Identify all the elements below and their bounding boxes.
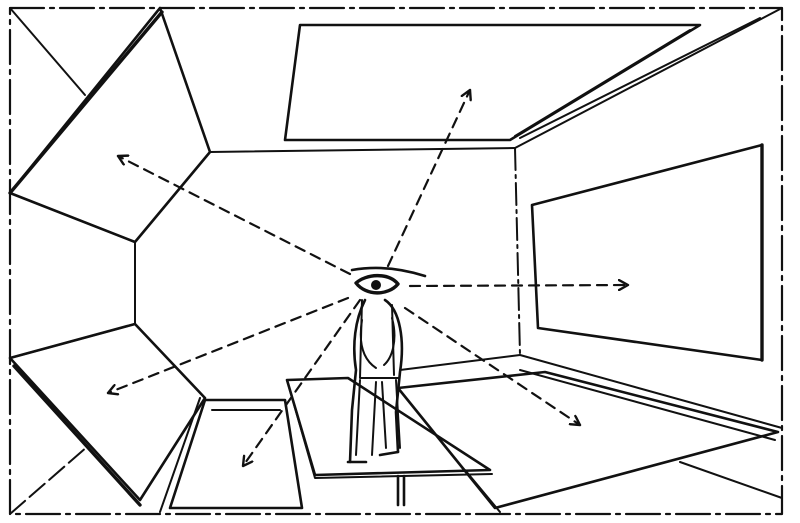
lower-left-panel-edge <box>12 364 142 507</box>
ceiling-panel-shading <box>514 29 691 137</box>
person-icon-arm <box>359 317 396 369</box>
corner-bottom-right <box>679 461 783 499</box>
floor-right-edge-inner <box>519 369 776 441</box>
ceiling-right-edge <box>514 7 783 149</box>
floor-right-edge <box>519 354 783 429</box>
sight-line-floor-right <box>403 306 580 425</box>
sight-line-lower-left <box>108 296 350 393</box>
lower-left-wall-panel <box>8 322 207 502</box>
outer-frame <box>8 6 784 516</box>
eye-icon <box>350 266 427 295</box>
upper-left-panel-edge <box>8 10 164 195</box>
observer-figure <box>346 298 404 464</box>
corner-top-left <box>9 7 86 96</box>
projection-panels <box>8 6 780 510</box>
sight-line-right <box>408 285 628 286</box>
table-top-thickness <box>286 379 493 479</box>
sight-line-upper-left <box>118 156 352 276</box>
table-leg <box>396 474 406 507</box>
back-wall-top-edge <box>209 147 516 153</box>
sight-line-floor-left <box>243 298 362 466</box>
floor-panel-left <box>168 398 304 510</box>
person-icon-legs <box>355 379 401 456</box>
back-wall-bottom-edge <box>399 354 521 371</box>
ceiling-right-edge-inner <box>519 17 761 139</box>
ceiling-panel <box>283 23 702 142</box>
sight-lines <box>108 90 628 466</box>
sight-line-ceiling <box>386 90 470 268</box>
back-wall-right-edge <box>514 147 521 356</box>
corner-bottom-left <box>9 445 89 515</box>
floor-panel-right <box>396 370 780 510</box>
room-edges <box>9 7 783 515</box>
table <box>285 376 493 507</box>
person-icon-feet <box>346 450 400 464</box>
